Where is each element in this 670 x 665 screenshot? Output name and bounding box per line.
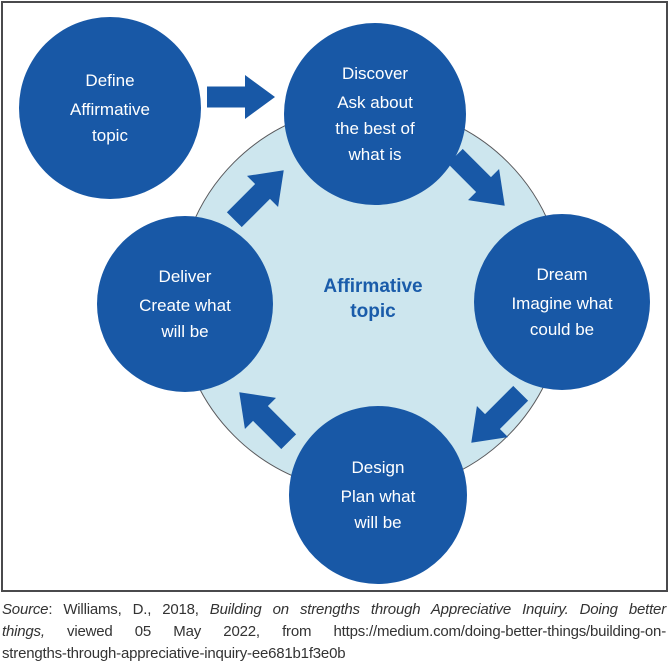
circle-dream: Dream Imagine what could be	[474, 214, 650, 390]
circle-design: Design Plan what will be	[289, 406, 467, 584]
citation-line: strengths-through-appreciative-inquiry-e…	[2, 643, 666, 665]
circle-deliver: Deliver Create what will be	[97, 216, 273, 392]
citation-line: Source: Williams, D., 2018, Building on …	[2, 599, 666, 621]
citation-line: things, viewed 05 May 2022, from https:/…	[2, 621, 666, 643]
citation-segment: strengths-through-appreciative-inquiry-e…	[2, 645, 346, 662]
arrow-dream-to-design	[456, 378, 537, 459]
circle-dream-title: Dream	[536, 264, 588, 284]
citation-segment: things,	[2, 623, 45, 640]
circle-dream-line: Imagine what	[511, 293, 613, 313]
circle-deliver-line: will be	[161, 321, 209, 341]
source-citation: Source: Williams, D., 2018, Building on …	[2, 599, 666, 665]
citation-segment: Source	[2, 601, 49, 618]
circle-dream-line: could be	[529, 319, 595, 339]
diagram-frame: Define Affirmative topic Discover Ask ab…	[1, 1, 668, 592]
circle-deliver-title: Deliver	[158, 266, 212, 286]
circle-design-line: Plan what	[340, 486, 416, 506]
center-label-line: Affirmative	[323, 276, 423, 297]
circle-discover: Discover Ask about the best of what is	[284, 23, 466, 205]
circle-define-title: Define	[85, 70, 135, 90]
citation-segment: viewed 05 May 2022, from https://medium.…	[44, 623, 666, 640]
circle-discover-line: the best of	[335, 118, 415, 138]
arrow-design-to-deliver	[224, 377, 305, 458]
citation-segment: Building on strengths through Appreciati…	[209, 601, 666, 618]
center-label-line: topic	[350, 301, 396, 322]
circle-design-title: Design	[351, 457, 405, 477]
circle-define: Define Affirmative topic	[19, 17, 201, 199]
circle-deliver-line: Create what	[139, 295, 231, 315]
citation-segment: : Williams, D., 2018,	[48, 601, 210, 618]
circle-discover-line: what is	[348, 144, 402, 164]
arrow-define-to-discover	[207, 75, 275, 119]
circle-discover-line: Ask about	[337, 92, 413, 112]
circle-discover-title: Discover	[341, 63, 409, 83]
arrow-discover-to-dream	[440, 141, 521, 222]
arrow-deliver-to-discover	[219, 155, 300, 236]
circle-define-line: Affirmative	[70, 99, 150, 119]
circle-define-line: topic	[92, 125, 128, 145]
center-label: Affirmative topic	[273, 274, 473, 324]
circle-design-line: will be	[354, 512, 402, 532]
